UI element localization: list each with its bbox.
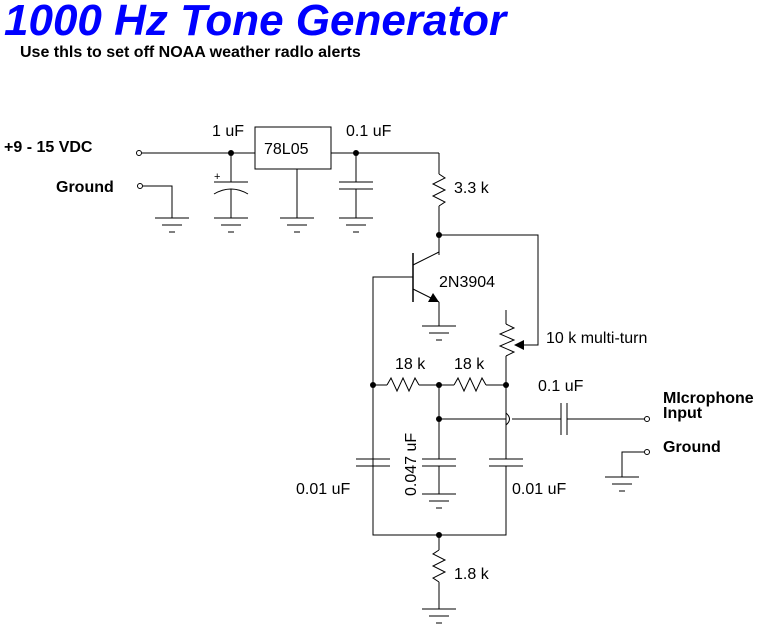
resistor-18k-left <box>386 376 420 393</box>
r-collector-label: 3.3 k <box>454 180 490 197</box>
potentiometer <box>498 323 516 357</box>
power-terminal <box>136 150 142 156</box>
c-right-label: 0.01 uF <box>512 481 566 498</box>
c-output-label: 0.1 uF <box>538 378 584 395</box>
ground-symbol <box>213 217 249 233</box>
ground-symbol <box>604 476 640 492</box>
ground-symbol <box>279 217 315 233</box>
wire <box>621 451 644 477</box>
pot-label: 10 k multi-turn <box>546 330 647 347</box>
mic-label-line2: Input <box>663 405 703 422</box>
r-left-label: 18 k <box>395 356 426 373</box>
ground-symbol <box>421 493 457 509</box>
page-title: 1000 Hz Tone Generator <box>4 0 507 45</box>
junction <box>503 382 509 388</box>
transistor-label: 2N3904 <box>439 274 495 291</box>
ground-symbol <box>338 217 374 233</box>
r-right-label: 18 k <box>454 356 485 373</box>
wire <box>372 276 413 535</box>
wire-crossover <box>505 412 510 426</box>
regulator-box <box>254 126 332 170</box>
mic-terminal <box>644 416 650 422</box>
ground-input-label: Ground <box>56 179 114 196</box>
power-input-label: +9 - 15 VDC <box>4 139 93 156</box>
wire <box>143 185 173 218</box>
c-left-label: 0.01 uF <box>296 481 350 498</box>
ground-output-terminal <box>644 449 650 455</box>
c-mid-label: 0.047 uF <box>403 433 420 496</box>
transistor-collector <box>412 251 440 266</box>
resistor-1-8k <box>431 549 447 583</box>
resistor-18k-right <box>453 376 487 393</box>
junction <box>370 382 376 388</box>
mic-label-line1: MIcrophone <box>663 390 754 407</box>
ground-symbol <box>421 608 457 624</box>
c-input-label: 1 uF <box>212 123 244 140</box>
wire <box>439 234 539 346</box>
ground-output-label: Ground <box>663 439 721 456</box>
wiper-arrow-icon <box>514 340 524 350</box>
ground-input-terminal <box>137 183 143 189</box>
page-subtitle: Use thls to set off NOAA weather radlo a… <box>20 44 361 61</box>
polarity-plus: + <box>214 171 220 183</box>
resistor-3-3k <box>431 173 447 207</box>
c-reg-out-label: 0.1 uF <box>346 123 392 140</box>
ground-symbol <box>154 217 190 233</box>
ground-symbol <box>421 325 457 341</box>
r-bottom-label: 1.8 k <box>454 566 490 583</box>
emitter-arrow-icon <box>428 293 439 302</box>
regulator-label: 78L05 <box>264 141 309 158</box>
